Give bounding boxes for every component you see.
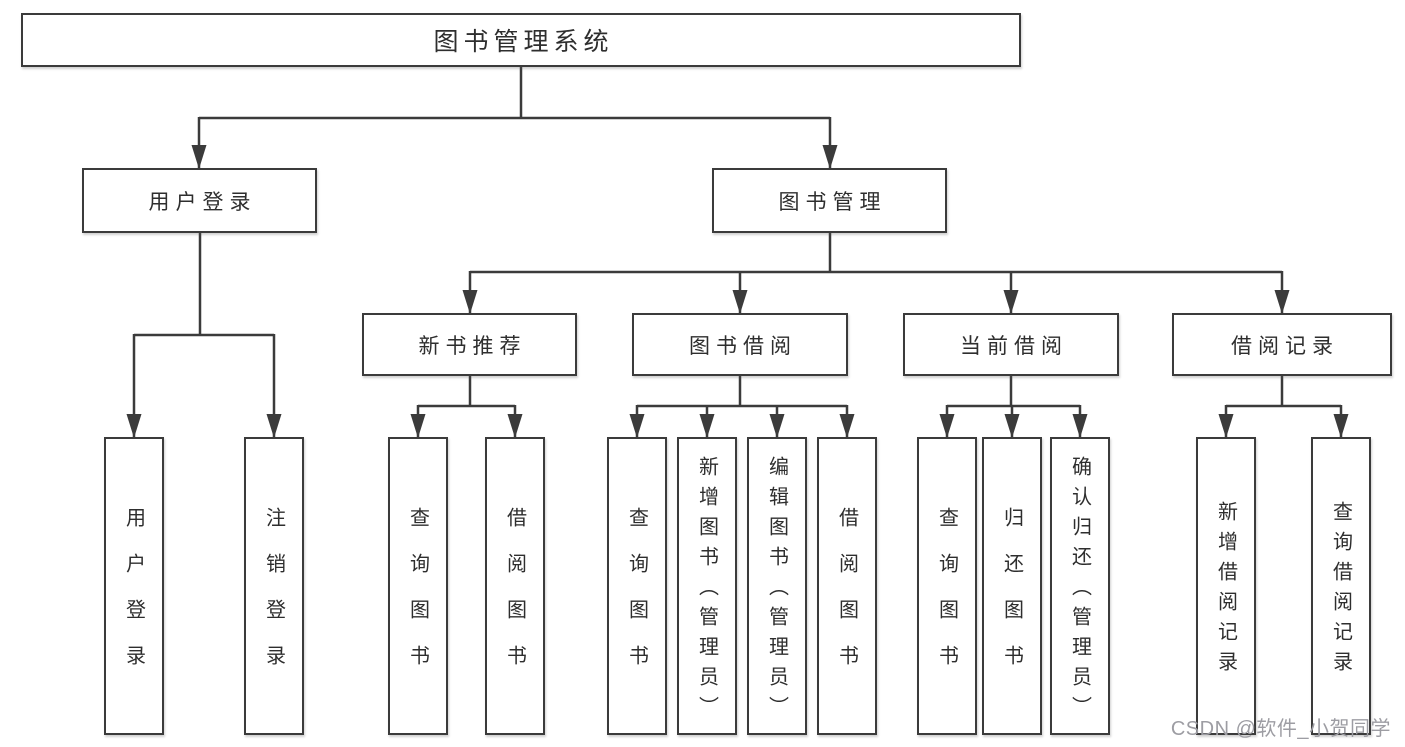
node-root: 图书管理系统 — [21, 13, 1021, 67]
node-label: 当前借阅 — [960, 334, 1068, 358]
node-label: 图书管理系统 — [433, 28, 614, 56]
leaf-user-login: 用户登录 — [104, 437, 164, 735]
node-label: 借阅图书 — [503, 507, 526, 691]
node-label: 查询图书 — [406, 507, 429, 691]
node-label: 查询图书 — [935, 507, 958, 691]
leaf-edit-book-admin: 编辑图书（管理员） — [747, 437, 807, 735]
node-label: 借阅记录 — [1231, 334, 1339, 358]
edges-borrow-records — [1218, 376, 1349, 438]
node-book-management: 图书管理 — [712, 168, 947, 233]
leaf-add-borrow-record: 新增借阅记录 — [1196, 437, 1256, 735]
node-label: 查询借阅记录 — [1329, 501, 1352, 681]
edges-current-borrow — [939, 376, 1088, 438]
node-new-book-recommend: 新书推荐 — [362, 313, 577, 376]
node-borrow-records: 借阅记录 — [1172, 313, 1392, 376]
leaf-query-book-1: 查询图书 — [388, 437, 448, 735]
node-label: 图书借阅 — [689, 334, 797, 358]
node-book-borrow: 图书借阅 — [632, 313, 848, 376]
node-user-login: 用户登录 — [82, 168, 317, 233]
leaf-add-book-admin: 新增图书（管理员） — [677, 437, 737, 735]
watermark: CSDN @软件_小贺同学 — [1170, 718, 1391, 740]
node-label: 编辑图书（管理员） — [765, 456, 788, 726]
node-current-borrow: 当前借阅 — [903, 313, 1119, 376]
leaf-borrow-book-2: 借阅图书 — [817, 437, 877, 735]
edges-root — [191, 67, 838, 169]
leaf-query-book-2: 查询图书 — [607, 437, 667, 735]
leaf-borrow-book-1: 借阅图书 — [485, 437, 545, 735]
edges-book-management — [462, 233, 1290, 314]
node-label: 归还图书 — [1000, 507, 1023, 691]
node-label: 用户登录 — [122, 507, 145, 691]
node-label: 用户登录 — [148, 190, 257, 214]
leaf-query-book-3: 查询图书 — [917, 437, 977, 735]
node-label: 确认归还（管理员） — [1068, 456, 1091, 726]
edges-book-borrow — [629, 376, 855, 438]
leaf-logout: 注销登录 — [244, 437, 304, 735]
node-label: 新书推荐 — [418, 334, 527, 358]
node-label: 新增借阅记录 — [1214, 501, 1237, 681]
node-label: 查询图书 — [625, 507, 648, 691]
node-label: 借阅图书 — [835, 507, 858, 691]
node-label: 图书管理 — [778, 190, 887, 214]
edges-new-book-recommend — [410, 376, 523, 438]
node-label: 新增图书（管理员） — [695, 456, 718, 726]
edges-user-login — [126, 233, 282, 438]
node-label: 注销登录 — [262, 507, 285, 691]
leaf-query-borrow-record: 查询借阅记录 — [1311, 437, 1371, 735]
leaf-confirm-return-admin: 确认归还（管理员） — [1050, 437, 1110, 735]
leaf-return-book: 归还图书 — [982, 437, 1042, 735]
